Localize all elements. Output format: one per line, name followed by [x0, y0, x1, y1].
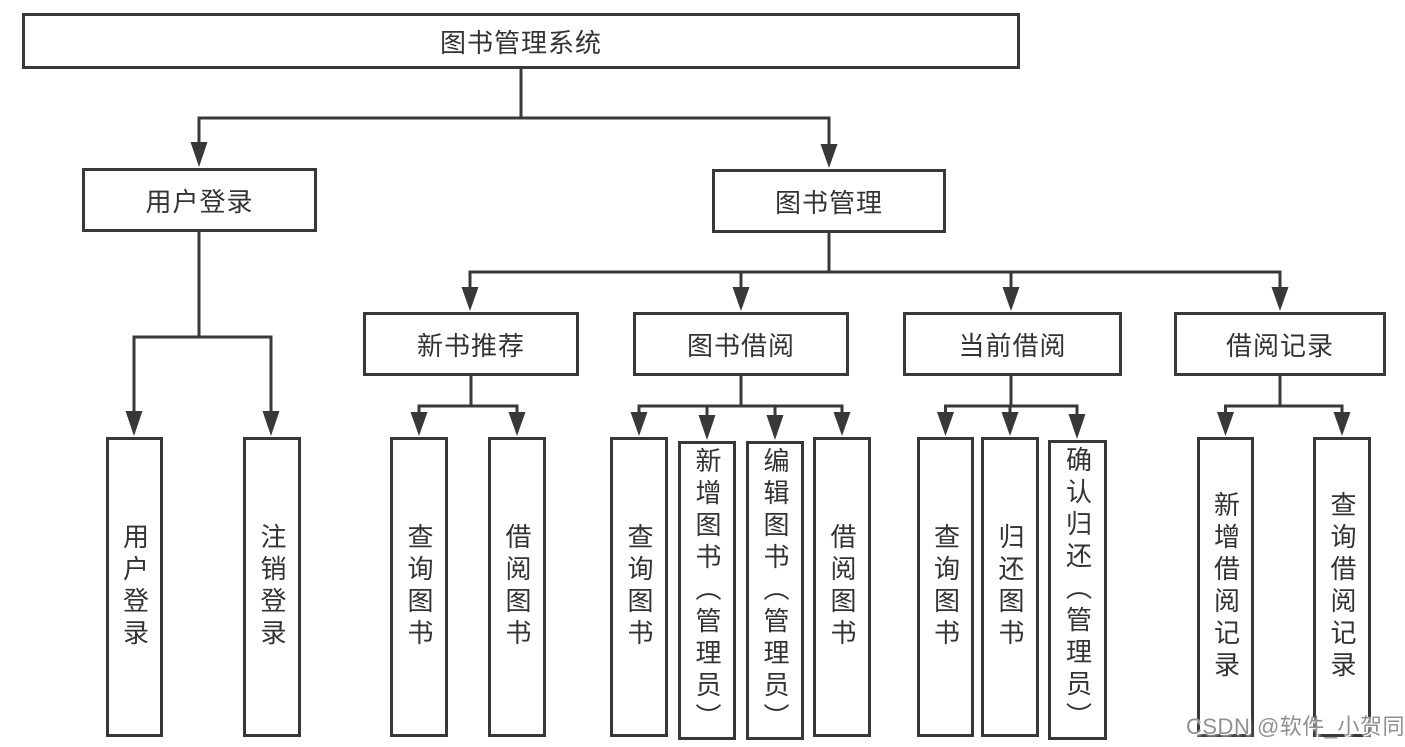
leaf-return-books-label: 归还图书 [995, 523, 1025, 651]
node-borrow-records-label: 借阅记录 [1225, 330, 1334, 361]
leaf-query-borrow-record: 查询借阅记录 [1313, 437, 1371, 737]
leaf-current-query-books: 查询图书 [917, 437, 974, 737]
leaf-user-login-label: 用户登录 [119, 523, 150, 651]
leaf-confirm-return-admin-label: 确认归还（管理员） [1062, 446, 1093, 734]
node-borrow-records: 借阅记录 [1174, 312, 1386, 376]
leaf-add-books-admin: 新增图书（管理员） [678, 441, 736, 740]
leaf-current-query-books-label: 查询图书 [930, 523, 961, 651]
node-user-login-label: 用户登录 [145, 186, 254, 217]
leaf-add-borrow-record-label: 新增借阅记录 [1210, 491, 1241, 683]
leaf-query-borrow-record-label: 查询借阅记录 [1327, 491, 1357, 683]
watermark: CSDN @软件_小贺同学 [1186, 714, 1405, 739]
node-book-management: 图书管理 [712, 169, 946, 233]
leaf-logout: 注销登录 [243, 437, 301, 737]
leaf-edit-books-admin-label: 编辑图书（管理员） [760, 446, 790, 735]
leaf-recommend-borrow-books-label: 借阅图书 [502, 523, 532, 651]
node-current-borrowing-label: 当前借阅 [958, 330, 1067, 361]
node-new-book-recommend: 新书推荐 [363, 312, 579, 376]
node-new-book-recommend-label: 新书推荐 [416, 330, 525, 361]
leaf-borrowing-borrow-books-label: 借阅图书 [827, 523, 857, 651]
leaf-recommend-query-books-label: 查询图书 [404, 523, 434, 651]
leaf-borrowing-borrow-books: 借阅图书 [813, 437, 871, 737]
leaf-recommend-borrow-books: 借阅图书 [488, 437, 546, 737]
leaf-user-login: 用户登录 [106, 437, 163, 737]
node-user-login: 用户登录 [82, 168, 317, 232]
node-book-borrowing-label: 图书借阅 [686, 330, 795, 361]
leaf-return-books: 归还图书 [981, 437, 1039, 737]
leaf-add-borrow-record: 新增借阅记录 [1197, 437, 1254, 737]
node-root: 图书管理系统 [22, 13, 1020, 69]
leaf-add-books-admin-label: 新增图书（管理员） [692, 446, 722, 735]
leaf-edit-books-admin: 编辑图书（管理员） [746, 441, 804, 740]
node-book-management-label: 图书管理 [774, 187, 883, 218]
leaf-recommend-query-books: 查询图书 [390, 437, 448, 737]
leaf-confirm-return-admin: 确认归还（管理员） [1048, 440, 1107, 740]
leaf-logout-label: 注销登录 [257, 523, 287, 651]
node-root-label: 图书管理系统 [439, 27, 602, 58]
leaf-borrowing-query-books-label: 查询图书 [624, 523, 654, 651]
node-book-borrowing: 图书借阅 [633, 312, 849, 376]
leaf-borrowing-query-books: 查询图书 [610, 437, 668, 737]
node-current-borrowing: 当前借阅 [903, 312, 1122, 376]
